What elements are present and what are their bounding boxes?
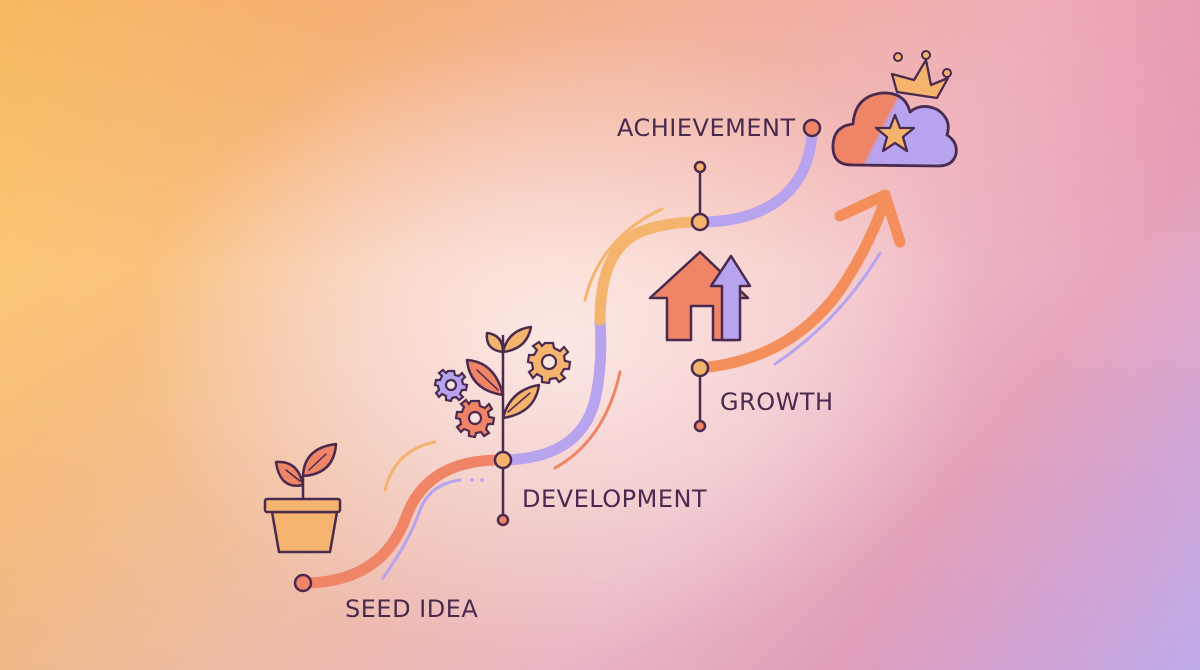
achievement-node[interactable] xyxy=(802,118,822,138)
gear-icon-purple xyxy=(433,368,469,403)
house-with-up-arrow-icon xyxy=(648,250,752,342)
achievement-pin xyxy=(693,160,707,174)
path-junction-node[interactable] xyxy=(690,212,710,232)
decorative-arcs xyxy=(381,207,882,580)
potted-sprout-icon xyxy=(263,442,342,554)
growth-arrow xyxy=(694,189,906,374)
development-pin xyxy=(496,513,510,527)
gear-icon-orange xyxy=(526,340,572,385)
stage-markers xyxy=(293,118,822,593)
plant-with-gears-icon xyxy=(465,325,541,420)
growth-node[interactable] xyxy=(690,358,710,378)
stage-label-development: DEVELOPMENT xyxy=(522,485,707,513)
roadmap-path xyxy=(297,122,818,589)
cloud-star-crown-icon xyxy=(831,50,958,168)
development-node[interactable] xyxy=(493,450,513,470)
growth-pin xyxy=(693,419,707,433)
stage-label-achievement: ACHIEVEMENT xyxy=(617,114,796,142)
stage-label-growth: GROWTH xyxy=(720,388,834,416)
gear-icon-coral xyxy=(454,398,496,439)
seed-node[interactable] xyxy=(293,573,313,593)
stage-label-seed-idea: SEED IDEA xyxy=(345,595,478,623)
